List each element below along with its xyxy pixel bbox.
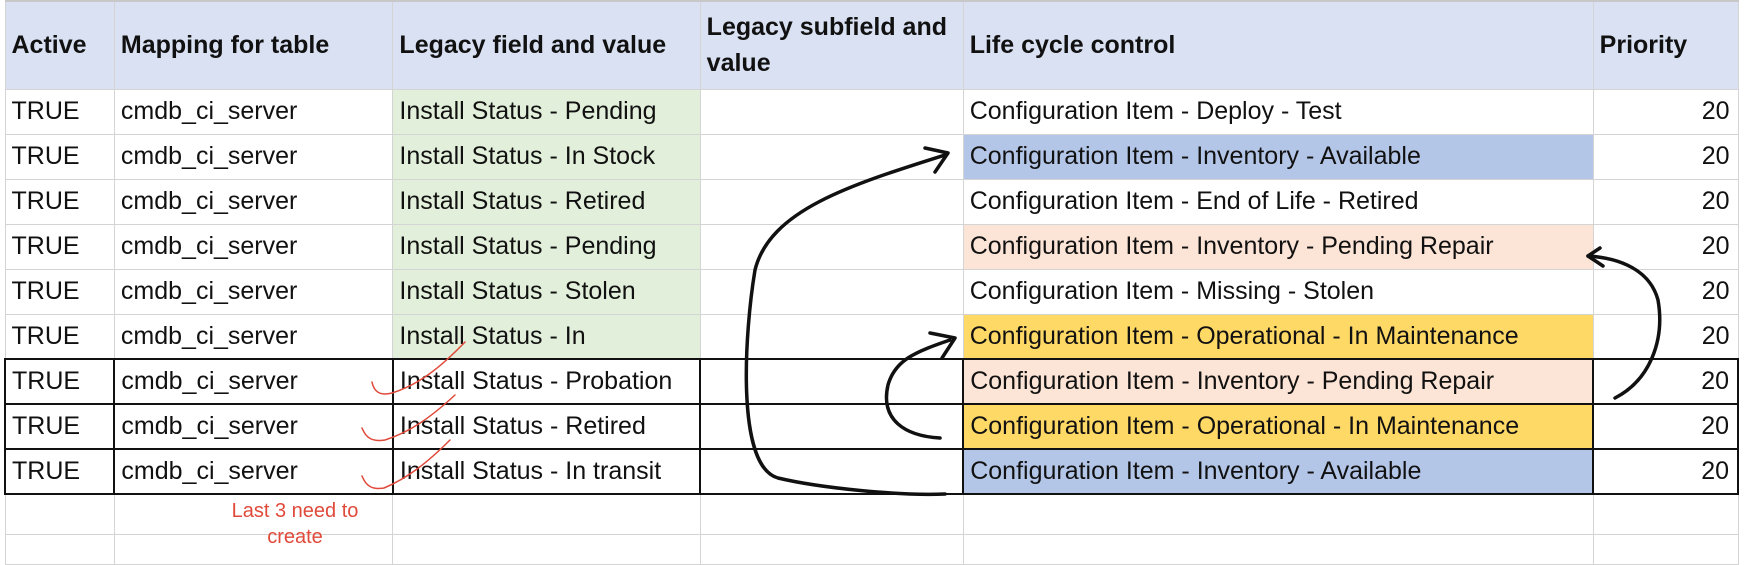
cell-priority[interactable]: 20 [1592,268,1739,315]
table-row: TRUE cmdb_ci_server Install Status - Pro… [3,358,1739,405]
cell-active[interactable]: TRUE [4,223,115,270]
cell-lifecycle[interactable]: Configuration Item - Inventory - Availab… [962,133,1594,180]
cell-legacy[interactable]: Install Status - In Stock [392,133,701,180]
cell-priority[interactable]: 20 [1592,88,1739,135]
cell-active[interactable]: TRUE [3,403,116,450]
table-row: TRUE cmdb_ci_server Install Status - In … [4,313,1739,360]
header-priority[interactable]: Priority [1592,0,1739,90]
cell-subfield[interactable] [699,178,964,225]
cell-empty[interactable] [392,533,701,565]
cell-empty[interactable] [962,493,1594,535]
cell-legacy[interactable]: Install Status - Retired [392,178,701,225]
cell-mapping[interactable]: cmdb_ci_server [113,358,394,405]
header-active[interactable]: Active [4,0,115,90]
cell-empty[interactable] [962,533,1594,565]
cell-empty[interactable] [1592,493,1739,535]
cell-priority[interactable]: 20 [1592,313,1739,360]
cell-mapping[interactable]: cmdb_ci_server [113,133,394,180]
cell-mapping[interactable]: cmdb_ci_server [113,268,394,315]
cell-priority[interactable]: 20 [1592,448,1739,495]
cell-mapping[interactable]: cmdb_ci_server [113,88,394,135]
cell-lifecycle[interactable]: Configuration Item - Missing - Stolen [962,268,1594,315]
header-mapping[interactable]: Mapping for table [113,0,394,90]
table-row: TRUE cmdb_ci_server Install Status - Pen… [4,223,1739,270]
cell-mapping[interactable]: cmdb_ci_server [113,223,394,270]
cell-mapping[interactable]: cmdb_ci_server [113,403,394,450]
cell-legacy[interactable]: Install Status - Pending [392,88,701,135]
cell-priority[interactable]: 20 [1592,358,1739,405]
cell-legacy[interactable]: Install Status - In [392,313,701,360]
cell-lifecycle[interactable]: Configuration Item - Inventory - Availab… [962,448,1595,495]
cell-legacy[interactable]: Install Status - Probation [391,358,702,405]
cell-legacy[interactable]: Install Status - Stolen [392,268,701,315]
mapping-table: Active Mapping for table Legacy field an… [3,0,1739,565]
cell-empty[interactable] [1592,533,1739,565]
cell-legacy[interactable]: Install Status - Pending [392,223,701,270]
cell-lifecycle[interactable]: Configuration Item - Inventory - Pending… [962,358,1595,405]
annotation-note: Last 3 need to create [231,500,359,548]
table-row: TRUE cmdb_ci_server Install Status - Pen… [4,88,1739,135]
cell-priority[interactable]: 20 [1592,133,1739,180]
cell-mapping[interactable]: cmdb_ci_server [113,448,394,495]
cell-subfield[interactable] [699,88,964,135]
cell-active[interactable]: TRUE [4,88,115,135]
cell-subfield[interactable] [699,448,965,495]
cell-subfield[interactable] [699,268,964,315]
cell-lifecycle[interactable]: Configuration Item - Operational - In Ma… [962,313,1594,360]
cell-empty[interactable] [699,493,964,535]
cell-lifecycle[interactable]: Configuration Item - End of Life - Retir… [962,178,1594,225]
cell-lifecycle[interactable]: Configuration Item - Operational - In Ma… [962,403,1595,450]
header-lifecycle[interactable]: Life cycle control [962,0,1594,90]
cell-active[interactable]: TRUE [3,448,116,495]
cell-active[interactable]: TRUE [3,358,116,405]
cell-empty[interactable] [392,493,701,535]
cell-active[interactable]: TRUE [4,313,115,360]
cell-active[interactable]: TRUE [4,178,115,225]
cell-mapping[interactable]: cmdb_ci_server [113,313,394,360]
cell-legacy[interactable]: Install Status - In transit [391,448,702,495]
table-row: TRUE cmdb_ci_server Install Status - Sto… [4,268,1739,315]
cell-empty[interactable] [4,493,115,535]
header-row: Active Mapping for table Legacy field an… [4,0,1739,90]
cell-empty[interactable] [4,533,115,565]
cell-priority[interactable]: 20 [1592,178,1739,225]
header-legacy-field[interactable]: Legacy field and value [392,0,701,90]
cell-subfield[interactable] [699,223,964,270]
cell-active[interactable]: TRUE [4,133,115,180]
cell-mapping[interactable]: cmdb_ci_server [113,178,394,225]
table-row: TRUE cmdb_ci_server Install Status - Ret… [3,403,1739,450]
cell-subfield[interactable] [699,313,964,360]
cell-active[interactable]: TRUE [4,268,115,315]
cell-empty[interactable] [699,533,964,565]
cell-legacy[interactable]: Install Status - Retired [391,403,702,450]
cell-subfield[interactable] [699,403,965,450]
header-legacy-subfield[interactable]: Legacy subfield and value [699,0,964,90]
cell-subfield[interactable] [699,358,965,405]
cell-priority[interactable]: 20 [1592,403,1739,450]
table-row: TRUE cmdb_ci_server Install Status - In … [4,133,1739,180]
cell-lifecycle[interactable]: Configuration Item - Inventory - Pending… [962,223,1594,270]
cell-subfield[interactable] [699,133,964,180]
table-row: TRUE cmdb_ci_server Install Status - Ret… [4,178,1739,225]
cell-lifecycle[interactable]: Configuration Item - Deploy - Test [962,88,1594,135]
cell-priority[interactable]: 20 [1592,223,1739,270]
table-row: TRUE cmdb_ci_server Install Status - In … [3,448,1739,495]
